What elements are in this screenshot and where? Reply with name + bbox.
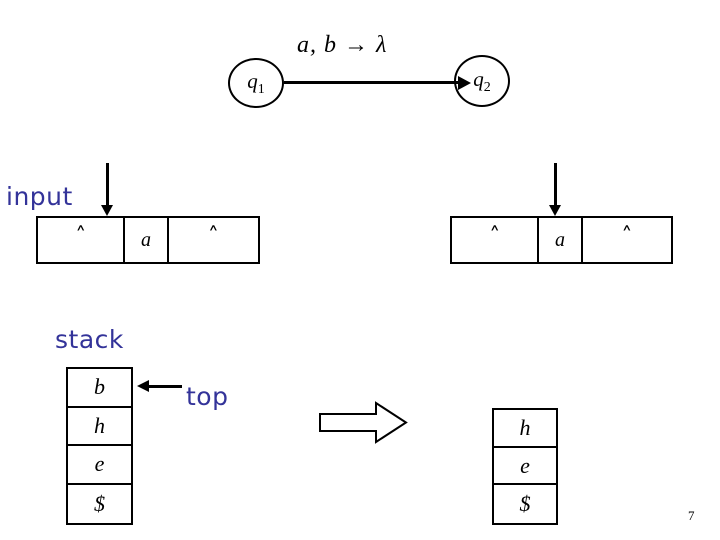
stack-cell: h <box>494 410 556 448</box>
input-label: input <box>6 182 73 211</box>
input-head-pointer-before <box>101 163 114 216</box>
stack-before: b h e $ <box>66 367 133 525</box>
stack-after: h e $ <box>492 408 558 525</box>
stack-label: stack <box>55 325 124 354</box>
top-label: top <box>186 382 229 411</box>
input-tape-after: ˄ a ˄ <box>450 216 673 264</box>
tape-cell: ˄ <box>207 223 219 249</box>
stack-cell: $ <box>519 491 531 517</box>
step-transition-arrow-icon <box>318 400 408 445</box>
tape-cell: a <box>539 218 583 262</box>
state-label-q2: q2 <box>473 66 491 96</box>
stack-cell: e <box>494 448 556 486</box>
block-arrow-right-icon <box>319 401 408 444</box>
stack-cell: h <box>68 408 131 446</box>
stack-cell: $ <box>94 490 105 516</box>
stack-cell: e <box>68 446 131 485</box>
transition-label: a, b → λ <box>297 32 388 58</box>
tape-cell: ˄ <box>621 223 633 249</box>
tape-cell: ˄ <box>452 218 540 262</box>
page-number: 7 <box>688 508 695 523</box>
state-node-q2[interactable]: q2 <box>454 55 510 107</box>
state-node-q1[interactable]: q1 <box>228 58 284 108</box>
transition-arrow-shaft <box>284 81 464 84</box>
tape-cell: ˄ <box>38 218 126 262</box>
input-tape-before: ˄ a ˄ <box>36 216 260 264</box>
stack-top-pointer <box>137 380 182 393</box>
input-head-pointer-after <box>549 163 562 216</box>
state-label-q1: q1 <box>247 68 265 98</box>
stack-cell: b <box>68 369 131 408</box>
tape-cell: a <box>125 218 169 262</box>
